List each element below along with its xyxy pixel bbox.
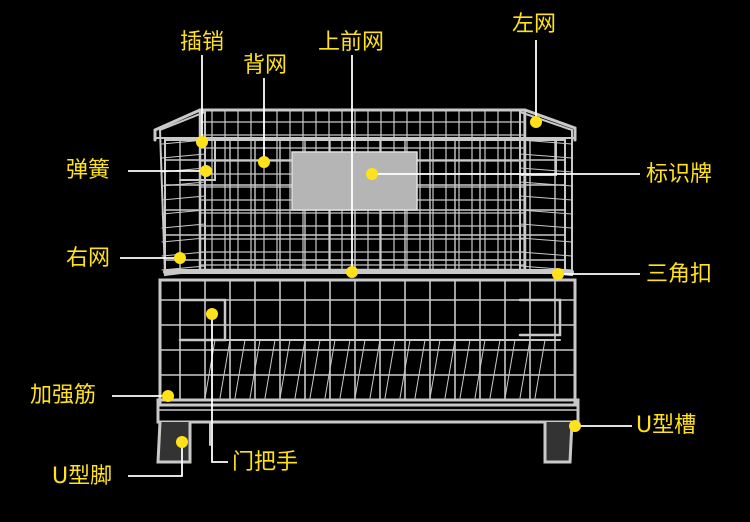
dot-left-mesh	[530, 116, 542, 128]
dot-sign-plate	[366, 168, 378, 180]
wire-cage	[153, 108, 580, 464]
marker-dots	[162, 116, 581, 448]
sign-plate	[291, 151, 418, 211]
dot-pin	[196, 136, 208, 148]
label-triangle-buckle: 三角扣	[646, 262, 713, 287]
dot-right-mesh	[174, 252, 186, 264]
label-left-mesh: 左网	[512, 12, 557, 37]
dot-spring	[200, 165, 212, 177]
right-u-foot	[543, 420, 574, 464]
dot-triangle-buckle	[552, 268, 564, 280]
label-pin: 插销	[180, 30, 225, 55]
label-u-foot: U型脚	[52, 464, 113, 489]
dot-reinforcing-rib	[162, 390, 174, 402]
dot-back-mesh	[258, 156, 270, 168]
label-back-mesh: 背网	[243, 53, 288, 78]
label-u-channel: U型槽	[636, 413, 697, 438]
base-rail	[156, 398, 580, 424]
dot-upper-front-mesh	[346, 266, 358, 278]
label-door-handle: 门把手	[232, 450, 299, 475]
label-upper-front-mesh: 上前网	[318, 30, 385, 55]
label-reinforcing-rib: 加强筋	[30, 383, 97, 408]
center-bracket	[209, 421, 546, 446]
dot-u-foot	[176, 436, 188, 448]
dot-u-channel	[569, 420, 581, 432]
dot-door-handle	[206, 308, 218, 320]
label-right-mesh: 右网	[66, 246, 111, 271]
leader-lines	[112, 40, 640, 477]
label-sign-plate: 标识牌	[646, 162, 713, 187]
label-spring: 弹簧	[66, 158, 111, 183]
top-rail	[153, 108, 577, 132]
